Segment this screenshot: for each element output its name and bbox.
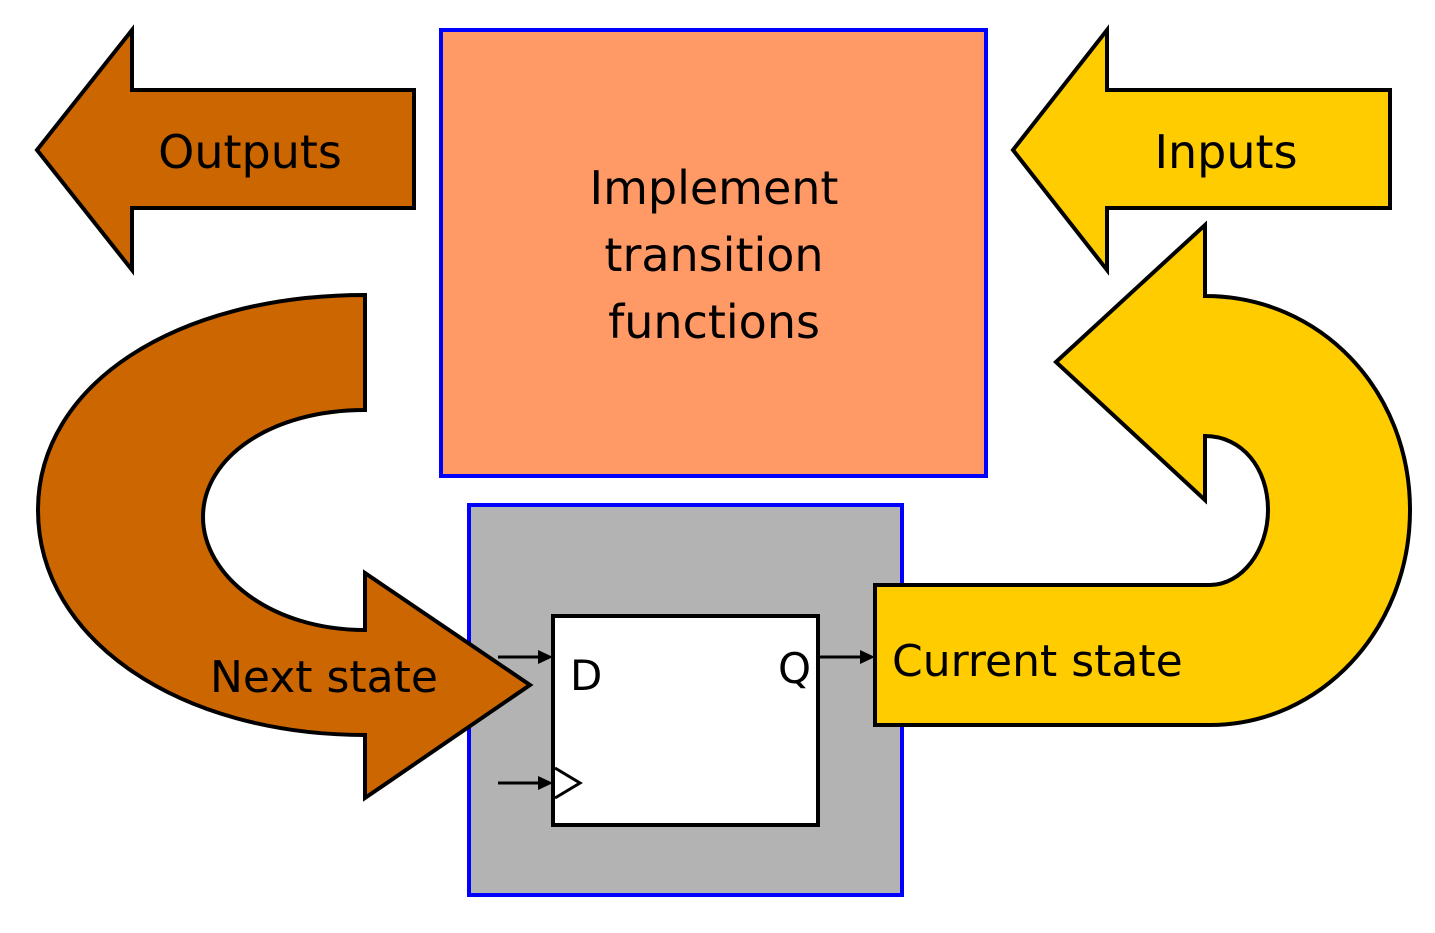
transition-logic-block — [439, 28, 988, 478]
q-pin-label: Q — [778, 644, 811, 693]
next-state-arrow — [35, 292, 534, 802]
d-pin-label: D — [570, 651, 602, 700]
inputs-label: Inputs — [1154, 125, 1297, 179]
clock-input-connector — [498, 776, 553, 790]
q-output-connector — [818, 650, 875, 664]
inputs-arrow — [1010, 24, 1392, 276]
current-state-arrow — [873, 220, 1413, 727]
logic-block-line-2: transition — [604, 228, 823, 282]
current-state-label: Current state — [892, 636, 1183, 687]
d-input-connector — [498, 650, 553, 664]
logic-block-line-3: functions — [608, 295, 820, 349]
logic-block-line-1: Implement — [590, 161, 839, 215]
clock-input-triangle — [554, 766, 583, 800]
d-flipflop — [551, 614, 820, 827]
outputs-label: Outputs — [158, 125, 342, 179]
next-state-label: Next state — [210, 652, 438, 703]
outputs-arrow — [34, 24, 416, 276]
